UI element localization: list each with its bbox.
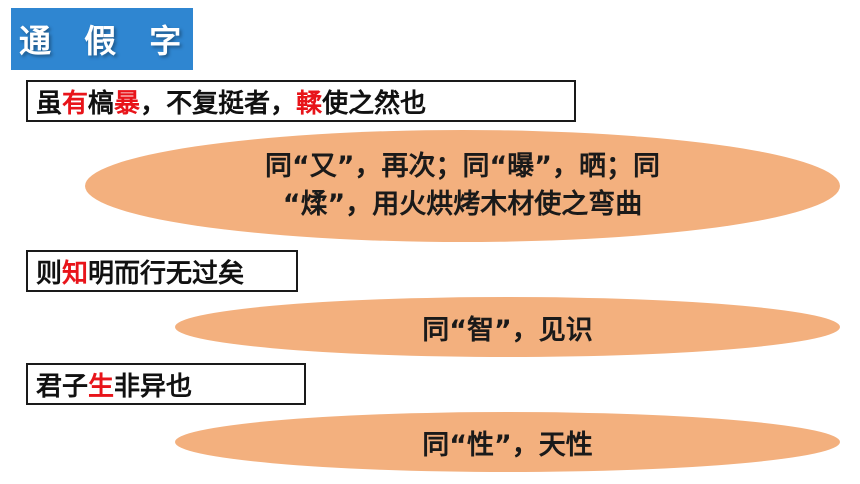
sentence-box: 则知明而行无过矣	[26, 250, 298, 292]
tongjia-char: 有	[62, 88, 89, 119]
sentence-box: 君子生非异也	[26, 363, 306, 405]
tongjia-char: 暴	[114, 88, 141, 119]
sentence-char: 则	[36, 258, 63, 289]
sentence-char: 明而行无过矣	[88, 258, 245, 289]
sentence-char: 槁	[88, 88, 115, 119]
tongjia-char: 輮	[296, 88, 323, 119]
section-title: 通 假 字	[11, 8, 193, 70]
tongjia-char: 生	[88, 371, 115, 402]
sentence-box: 虽有槁暴，不复挺者，輮使之然也	[26, 80, 576, 122]
sentence-char: 虽	[36, 88, 63, 119]
tongjia-char: 知	[62, 258, 89, 289]
explanation-line: 同“又”，再次；同“曝”，晒；同	[265, 151, 660, 182]
sentence-char: ，不复挺者，	[140, 88, 297, 119]
explanation-line: 同“性”，天性	[422, 429, 593, 461]
sentence-char: 使之然也	[322, 88, 427, 119]
explanation-oval: 同“性”，天性	[175, 412, 840, 472]
sentence-char: 非异也	[114, 371, 193, 402]
explanation-line: “煣”，用火烘烤木材使之弯曲	[282, 189, 643, 220]
explanation-line: 同“智”，见识	[422, 314, 593, 346]
sentence-char: 君子	[36, 371, 89, 402]
explanation-oval: 同“智”，见识	[175, 297, 840, 357]
section-title-text: 通 假 字	[19, 22, 193, 60]
explanation-oval: 同“又”，再次；同“曝”，晒；同 “煣”，用火烘烤木材使之弯曲	[85, 130, 840, 242]
